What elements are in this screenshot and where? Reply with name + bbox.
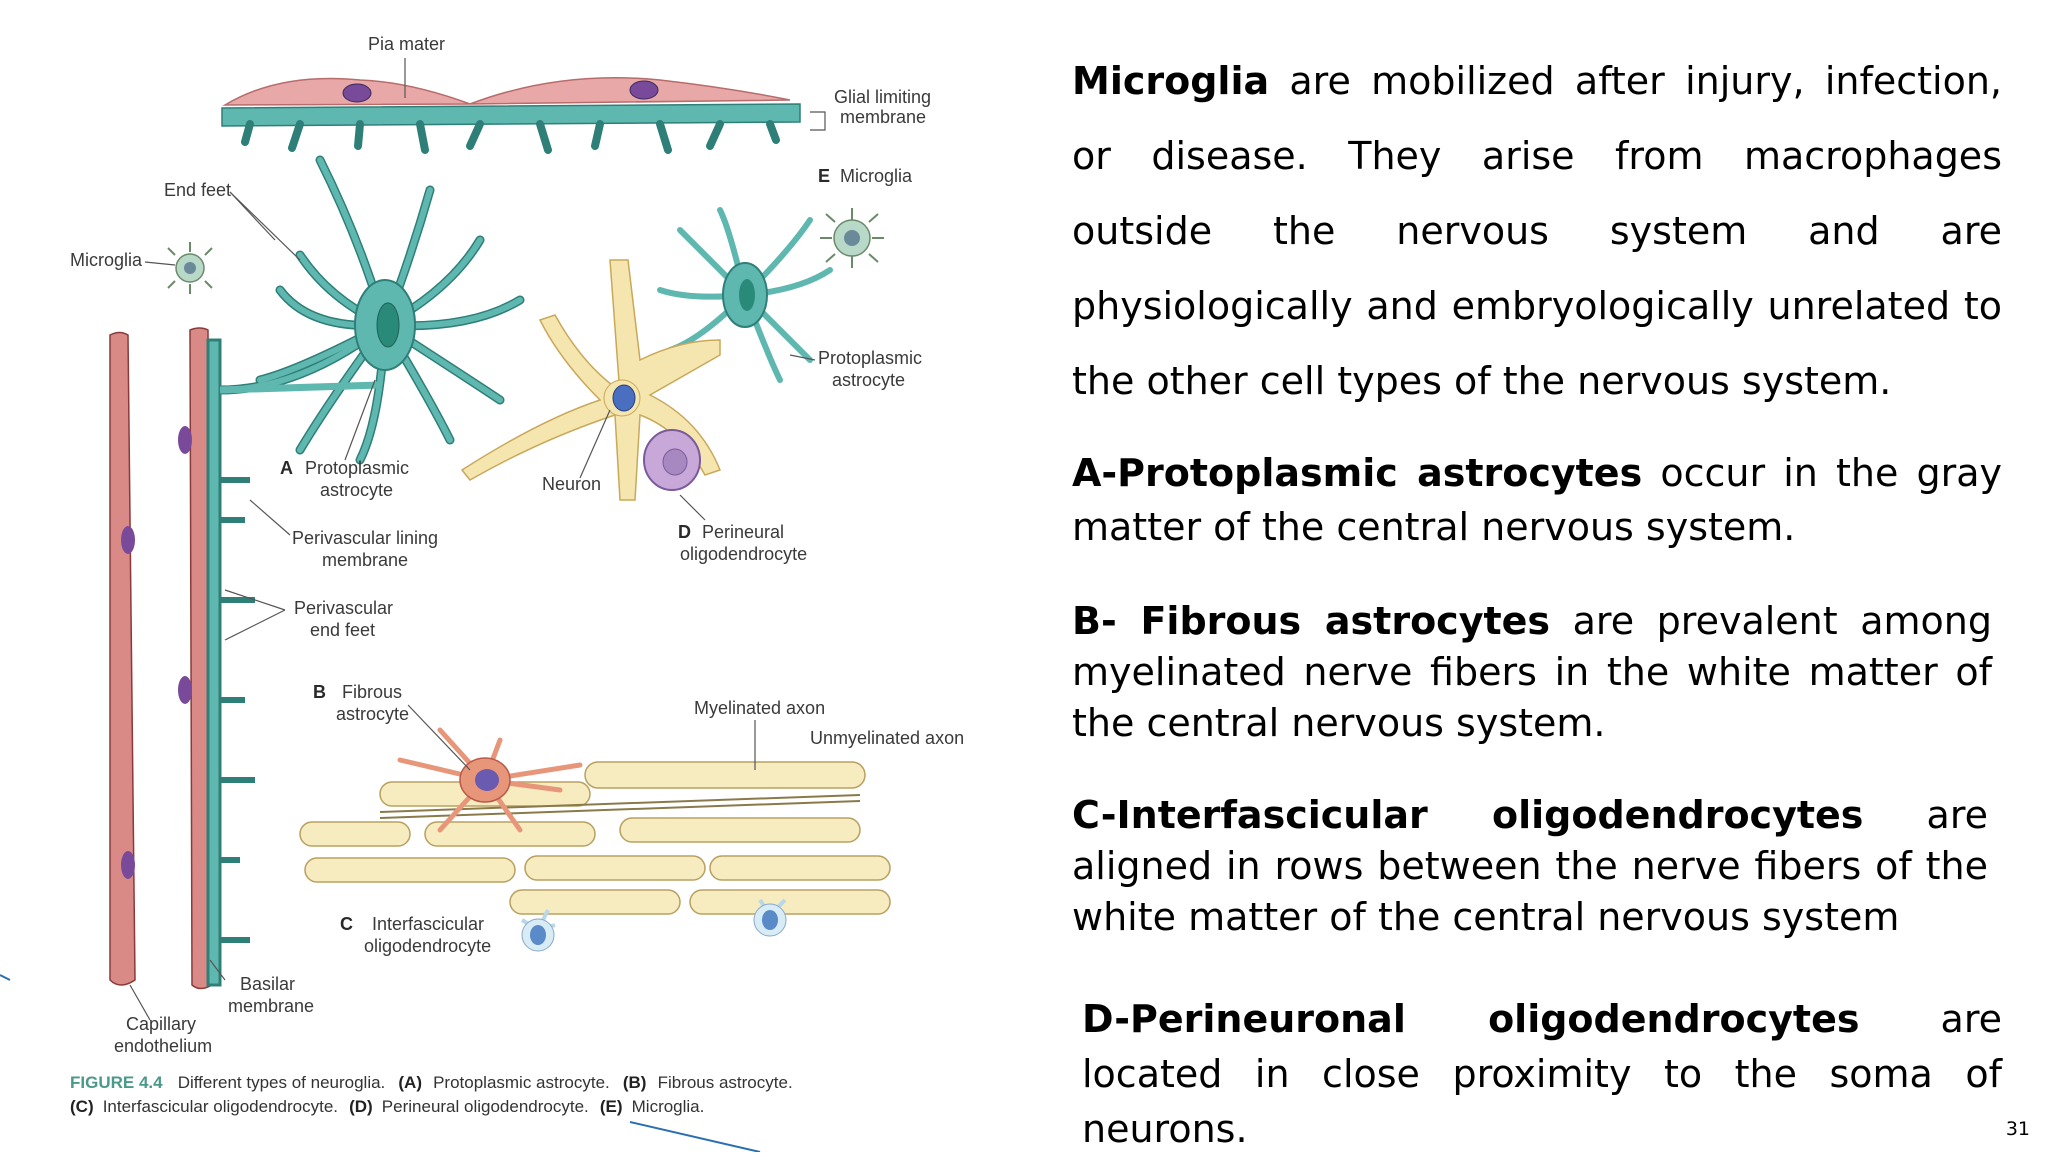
label-b-text-2: astrocyte (336, 704, 409, 724)
svg-text:FIGURE 4.4 Different typ: FIGURE 4.4 Different types of neuroglia.… (70, 1073, 793, 1092)
label-perivascular-endfeet-2: end feet (310, 620, 375, 640)
paragraph-interfascicular-text: are aligned in rows between the nerve fi… (1072, 793, 1988, 939)
caption-b-text: Fibrous astrocyte. (658, 1073, 793, 1092)
label-capillary-1: Capillary (126, 1014, 196, 1034)
label-a-letter: A (280, 458, 293, 478)
pia-mater (222, 76, 791, 106)
label-a-text-2: astrocyte (320, 480, 393, 500)
glial-limiting-membrane (221, 103, 801, 154)
perivascular-endfeet (206, 338, 381, 987)
neuroglia-figure: Pia mater Glial limiting membrane End fe… (0, 34, 964, 1152)
microglia-e (820, 208, 884, 268)
microglia-left (167, 242, 213, 294)
paragraph-interfascicular-bold: C-Interfascicular oligodendrocytes (1072, 793, 1864, 837)
label-basilar-2: membrane (228, 996, 314, 1016)
label-c-text-2: oligodendrocyte (364, 936, 491, 956)
caption-c-text: Interfascicular oligodendrocyte. (103, 1097, 338, 1116)
neuron (460, 259, 721, 501)
paragraph-protoplasmic-bold: A-Protoplasmic astrocytes (1072, 451, 1643, 495)
label-basilar-1: Basilar (240, 974, 295, 994)
figure-caption: FIGURE 4.4 Different types of neuroglia.… (70, 1073, 793, 1116)
paragraph-perineuronal-text: are located in close proximity to the so… (1082, 997, 2002, 1151)
label-a-text-1: Protoplasmic (305, 458, 409, 478)
label-microglia-left: Microglia (70, 250, 143, 270)
label-myelinated-axon: Myelinated axon (694, 698, 825, 718)
label-neuron: Neuron (542, 474, 601, 494)
label-c-text-1: Interfascicular (372, 914, 484, 934)
caption-fig-label: FIGURE 4.4 (70, 1073, 163, 1092)
interfascicular-oligodendrocyte-2 (753, 898, 787, 937)
label-e-microglia: Microglia (840, 166, 913, 186)
caption-line1-text: Different types of neuroglia. (178, 1073, 386, 1092)
label-d-text-1: Perineural (702, 522, 784, 542)
svg-text:(C) Interfascicular olig: (C) Interfascicular oligodendrocyte. (D)… (70, 1097, 704, 1116)
caption-e-text: Microglia. (632, 1097, 705, 1116)
label-pia-mater: Pia mater (368, 34, 445, 54)
label-end-feet: End feet (164, 180, 231, 200)
leader-lines (129, 58, 826, 1021)
paragraph-microglia: Microglia are mobilized after injury, in… (1072, 44, 2002, 419)
protoplasmic-astrocyte-a (215, 155, 525, 465)
label-glial-limiting-2: membrane (840, 107, 926, 127)
label-protoplasmic-right-2: astrocyte (832, 370, 905, 390)
label-c-letter: C (340, 914, 353, 934)
protoplasmic-astrocyte-right (657, 207, 833, 383)
slide-accent-line (0, 974, 11, 981)
label-d-text-2: oligodendrocyte (680, 544, 807, 564)
paragraph-interfascicular: C-Interfascicular oligodendrocytes are a… (1072, 790, 1988, 943)
label-protoplasmic-right-1: Protoplasmic (818, 348, 922, 368)
label-b-text-1: Fibrous (342, 682, 402, 702)
paragraph-protoplasmic: A-Protoplasmic astrocytes occur in the g… (1072, 446, 2002, 554)
label-d-letter: D (678, 522, 691, 542)
label-b-letter: B (313, 682, 326, 702)
paragraph-fibrous-bold: B- Fibrous astrocytes (1072, 599, 1551, 643)
label-perivascular-lining-1: Perivascular lining (292, 528, 438, 548)
label-perivascular-endfeet-1: Perivascular (294, 598, 393, 618)
perineural-oligodendrocyte-d (643, 429, 701, 491)
paragraph-perineuronal: D-Perineuronal oligodendrocytes are loca… (1082, 992, 2002, 1157)
fibrous-astrocyte-b (397, 727, 583, 833)
axon-bundle (299, 761, 891, 915)
paragraph-protoplasmic-text: occur in the gray matter of the central … (1072, 451, 2002, 549)
capillary-left (109, 331, 136, 986)
caption-a-text: Protoplasmic astrocyte. (433, 1073, 610, 1092)
paragraph-fibrous-text: are prevalent among myelinated nerve fib… (1072, 599, 1992, 745)
paragraph-perineuronal-bold: D-Perineuronal oligodendrocytes (1082, 997, 1860, 1041)
label-capillary-2: endothelium (114, 1036, 212, 1056)
caption-d-text: Perineural oligodendrocyte. (382, 1097, 589, 1116)
caption-b-mark: (B) (623, 1073, 647, 1092)
caption-c-mark: (C) (70, 1097, 94, 1116)
paragraph-fibrous: B- Fibrous astrocytes are prevalent amon… (1072, 596, 1992, 749)
paragraph-microglia-text: are mobilized after injury, infection, o… (1072, 59, 2002, 403)
caption-d-mark: (D) (349, 1097, 373, 1116)
label-glial-limiting-1: Glial limiting (834, 87, 931, 107)
page-number: 31 (2005, 1118, 2030, 1140)
caption-e-mark: (E) (600, 1097, 623, 1116)
paragraph-microglia-bold: Microglia (1072, 59, 1270, 103)
label-e-letter: E (818, 166, 830, 186)
interfascicular-oligodendrocyte-1 (520, 909, 556, 952)
label-perivascular-lining-2: membrane (322, 550, 408, 570)
label-unmyelinated-axon: Unmyelinated axon (810, 728, 964, 748)
caption-a-mark: (A) (398, 1073, 422, 1092)
slide-accent-line-bottom (629, 1121, 761, 1152)
